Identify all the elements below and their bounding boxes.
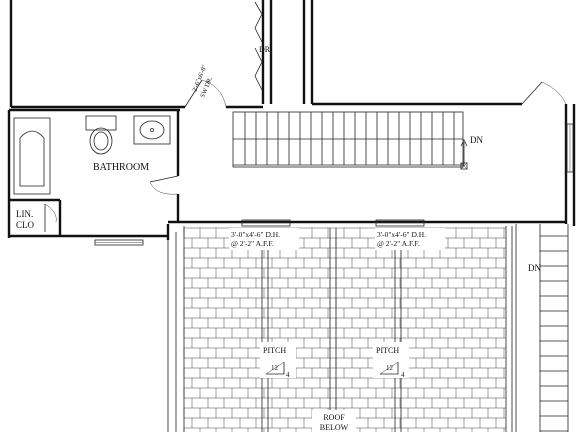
- svg-text:PITCH: PITCH: [263, 346, 286, 355]
- bathroom-window: [94, 239, 144, 246]
- roof-edges: [167, 226, 513, 432]
- toilet: [85, 115, 117, 155]
- right-window: [566, 123, 574, 173]
- sink: [133, 115, 171, 145]
- stair-down-label-upper: DN: [470, 135, 483, 145]
- pitch-callout-right: PITCH 12 4: [373, 342, 409, 379]
- bathroom-door: [149, 175, 179, 195]
- window-right-label-2: @ 2'-2" A.F.F.: [377, 239, 420, 248]
- window-left-label-2: @ 2'-2" A.F.F.: [231, 239, 274, 248]
- svg-text:DR: DR: [259, 45, 271, 54]
- linen-closet: LIN. CLO: [16, 203, 57, 232]
- walls: [7, 0, 576, 240]
- window-left: [241, 219, 291, 227]
- stair-down-label-lower: DN: [528, 263, 541, 273]
- svg-text:LIN.: LIN.: [16, 209, 33, 219]
- pitch-callout-left: PITCH 12 4: [260, 342, 296, 379]
- svg-text:4: 4: [401, 371, 405, 379]
- upper-staircase: [232, 111, 468, 170]
- roof-below-hatch: [183, 227, 506, 432]
- lower-staircase: [515, 224, 569, 432]
- roof-valleys: [261, 228, 402, 432]
- bathtub: [13, 117, 51, 195]
- svg-text:PITCH: PITCH: [376, 346, 399, 355]
- swing-door: 2'-6"x6'-8" SW DR.: [184, 64, 227, 108]
- svg-text:12: 12: [386, 364, 394, 372]
- window-left-label-1: 3'-0"x4'-6" D.H.: [231, 230, 280, 239]
- dryer-closet-doors: DR: [254, 1, 271, 91]
- roof-below-label-1: ROOF: [323, 413, 345, 422]
- bathroom-label: BATHROOM: [93, 162, 149, 173]
- stair-hall-door: [521, 81, 567, 105]
- svg-text:CLO: CLO: [16, 220, 35, 230]
- roof-below-label-2: BELOW: [320, 423, 349, 432]
- window-right: [375, 219, 425, 227]
- svg-text:4: 4: [286, 371, 290, 379]
- window-right-label-1: 3'-0"x4'-6" D.H.: [377, 230, 426, 239]
